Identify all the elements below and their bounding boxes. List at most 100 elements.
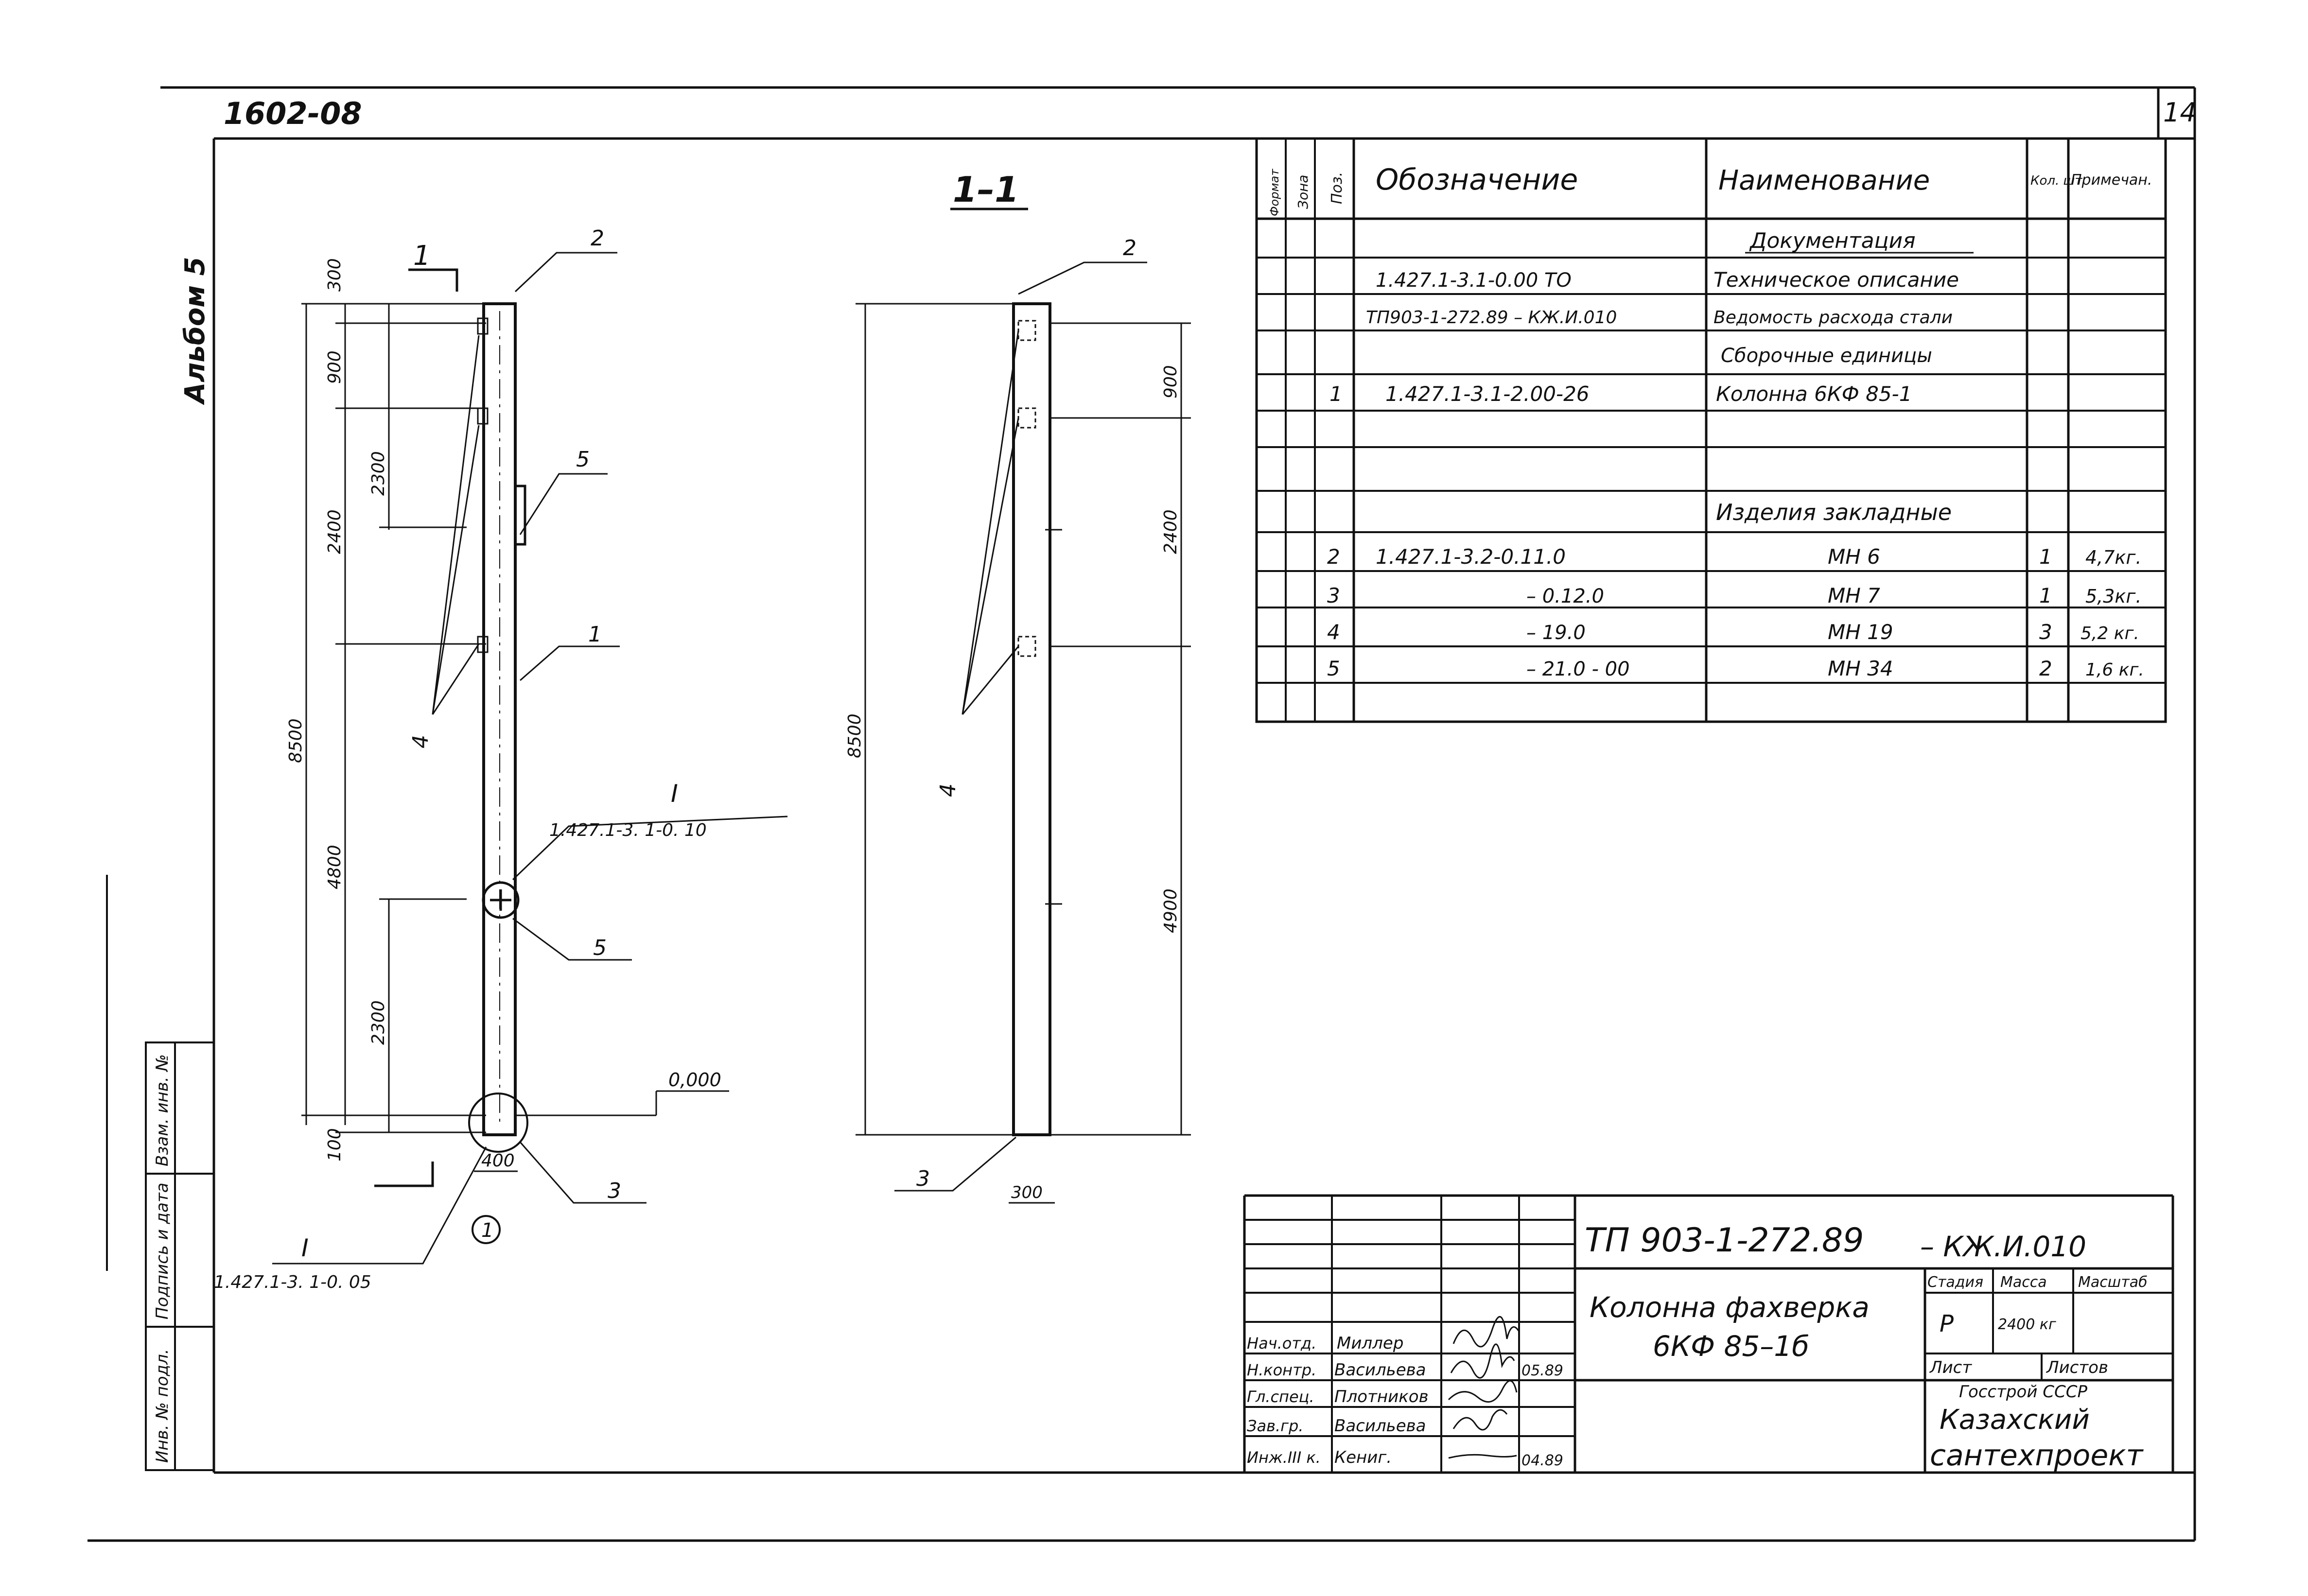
- signer-name: Васильева: [1334, 1360, 1426, 1380]
- spec-header-pos: Поз.: [1329, 172, 1346, 204]
- spec-cell-note: 5,3кг.: [2085, 586, 2141, 607]
- elev-pos-5-lower: 5: [593, 936, 607, 960]
- spec-cell-designation: 1.427.1-3.1-2.00-26: [1385, 382, 1590, 406]
- album-label: Альбом 5: [179, 257, 211, 405]
- elev-pos-2: 2: [591, 226, 604, 251]
- spec-row-2: ТП903-1-272.89 – КЖ.И.010 Ведомость расх…: [1366, 308, 1953, 328]
- elev-dim-2400: 2400: [325, 509, 345, 554]
- signer-role: Гл.спец.: [1247, 1388, 1314, 1406]
- org-line3: сантехпроект: [1930, 1439, 2144, 1473]
- spec-table-grid: [1255, 137, 2167, 723]
- signer-name: Плотников: [1334, 1387, 1429, 1406]
- level-mark: 0,000: [668, 1069, 721, 1091]
- callout-upper-ref: 1.427.1-3. 1-0. 10: [549, 820, 707, 840]
- spec-row-3: Сборочные единицы: [1721, 345, 1932, 367]
- date-2: 04.89: [1521, 1452, 1563, 1469]
- elev-section-mark: 1: [413, 240, 431, 272]
- sec-dim-300: 300: [1011, 1183, 1043, 1202]
- spec-cell-note: 4,7кг.: [2085, 547, 2141, 568]
- spec-row-8: 2 1.427.1-3.2-0.11.0 МН 6 1 4,7кг.: [1327, 545, 2141, 569]
- stamp-inv-podl: Инв. № подл.: [153, 1349, 172, 1463]
- elev-pos-3: 3: [608, 1179, 621, 1203]
- spec-cell-pos: 3: [1327, 584, 1340, 607]
- spec-cell-designation: 1.427.1-3.1-0.00 ТО: [1376, 269, 1572, 292]
- signer-name: Кениг.: [1334, 1448, 1392, 1467]
- elev-pos-5-upper: 5: [576, 447, 590, 472]
- elev-dim-8500: 8500: [286, 718, 306, 763]
- sec-dim-2400: 2400: [1161, 509, 1181, 554]
- spec-cell-name: Документация: [1749, 228, 1916, 253]
- spec-header-name: Наименование: [1718, 165, 1930, 196]
- spec-cell-pos: 2: [1327, 545, 1340, 569]
- signer-role: Зав.гр.: [1247, 1417, 1303, 1435]
- spec-cell-name: Изделия закладные: [1716, 499, 1952, 525]
- org-line2: Казахский: [1940, 1404, 2090, 1436]
- spec-header-designation: Обозначение: [1376, 163, 1578, 197]
- spec-cell-name: Колонна 6КФ 85-1: [1716, 382, 1912, 406]
- spec-cell-name: Ведомость расхода стали: [1714, 308, 1953, 328]
- spec-header-qty: Кол. шт: [2030, 173, 2082, 188]
- spec-cell-pos: 1: [1329, 382, 1343, 406]
- drawing-title-line2: 6КФ 85–1б: [1653, 1330, 1809, 1363]
- sheet-number: 14: [2163, 97, 2197, 128]
- elev-dim-400: 400: [481, 1151, 515, 1171]
- spec-cell-name: Сборочные единицы: [1721, 345, 1932, 367]
- sec-pos-2: 2: [1123, 236, 1137, 260]
- sec-dim-900: 900: [1161, 365, 1181, 399]
- doc-suffix: – КЖ.И.010: [1920, 1230, 2086, 1263]
- spec-header-note: Примечан.: [2071, 172, 2152, 189]
- spec-cell-designation: – 0.12.0: [1526, 585, 1604, 607]
- spec-cell-name: МН 19: [1828, 620, 1893, 644]
- doc-code: ТП 903-1-272.89: [1585, 1221, 1864, 1260]
- elev-dim-900: 900: [325, 350, 345, 384]
- section-1-1: [856, 208, 1191, 1204]
- column-elevation: [272, 252, 788, 1265]
- spec-row-11: 5 – 21.0 - 00 МН 34 2 1,6 кг.: [1327, 657, 2144, 680]
- spec-cell-note: 1,6 кг.: [2085, 660, 2144, 680]
- elev-dim-2300-lower: 2300: [368, 1000, 388, 1045]
- stage-value: Р: [1940, 1310, 1954, 1337]
- spec-row-10: 4 – 19.0 МН 19 3 5,2 кг.: [1327, 620, 2139, 644]
- spec-row-1: 1.427.1-3.1-0.00 ТО Техническое описание: [1376, 268, 1959, 292]
- spec-cell-note: 5,2 кг.: [2081, 624, 2139, 643]
- spec-cell-qty: 1: [2039, 584, 2052, 607]
- spec-cell-name: МН 34: [1828, 657, 1893, 680]
- callout-lower-mark: I: [301, 1234, 309, 1262]
- signer-role: Инж.III к.: [1247, 1448, 1321, 1467]
- callout-upper-mark: I: [671, 780, 678, 808]
- sheet-label: Лист: [1929, 1358, 1972, 1377]
- stage-label: Стадия: [1927, 1274, 1983, 1291]
- elev-pos-circle-1: 1: [481, 1219, 493, 1242]
- sec-pos-3: 3: [916, 1166, 930, 1191]
- spec-header-zone: Зона: [1295, 174, 1311, 209]
- signer-role: Н.контр.: [1247, 1361, 1316, 1379]
- signer-name: Васильева: [1334, 1416, 1426, 1436]
- title-block-grid: [1243, 1194, 2174, 1473]
- spec-cell-designation: 1.427.1-3.2-0.11.0: [1376, 545, 1566, 569]
- elev-dim-100: 100: [325, 1128, 345, 1162]
- spec-row-9: 3 – 0.12.0 МН 7 1 5,3кг.: [1327, 584, 2141, 607]
- elev-pos-4: 4: [408, 735, 433, 748]
- spec-cell-designation: ТП903-1-272.89 – КЖ.И.010: [1366, 308, 1617, 328]
- spec-cell-designation: – 21.0 - 00: [1526, 658, 1630, 680]
- sec-dim-8500: 8500: [845, 713, 865, 758]
- callout-lower-ref: 1.427.1-3. 1-0. 05: [214, 1272, 371, 1292]
- series-code: 1602-08: [224, 96, 362, 131]
- sheets-label: Листов: [2046, 1358, 2108, 1377]
- mass-value: 2400 кг: [1998, 1316, 2056, 1333]
- date-1: 05.89: [1521, 1362, 1563, 1379]
- spec-cell-qty: 1: [2039, 545, 2052, 569]
- scale-label: Масштаб: [2078, 1274, 2148, 1291]
- stamp-vzam: Взам. инв. №: [153, 1054, 172, 1166]
- sec-dim-4900: 4900: [1161, 888, 1181, 933]
- elev-dim-4800: 4800: [325, 845, 345, 889]
- sec-pos-4: 4: [936, 783, 961, 797]
- signature-marks: [1448, 1316, 1520, 1459]
- left-stamp: [145, 1041, 215, 1471]
- spec-cell-designation: – 19.0: [1526, 622, 1586, 644]
- signers: Нач.отд. Миллер Н.контр. Васильева Гл.сп…: [1247, 1334, 1429, 1467]
- spec-cell-qty: 2: [2039, 657, 2052, 680]
- spec-cell-qty: 3: [2039, 620, 2052, 644]
- section-title: 1–1: [953, 169, 1019, 210]
